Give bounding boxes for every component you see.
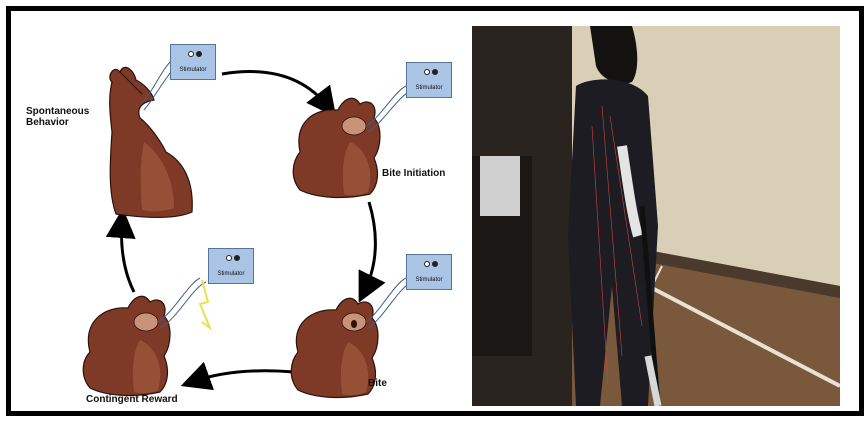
stimulator-label: Stimulator (209, 271, 253, 277)
slug-bite-initiation-icon (293, 98, 380, 197)
person-with-electrodes-photo (472, 26, 840, 406)
stimulator-label: Stimulator (407, 277, 451, 283)
terminal-icon (424, 69, 430, 75)
behavior-cycle-diagram: Spontaneous Behavior Bite Initiation Bit… (24, 22, 456, 410)
arrow-to-spontaneous (122, 220, 135, 292)
stage-label-bite-initiation: Bite Initiation (382, 168, 445, 179)
slug-spontaneous-icon (110, 67, 193, 217)
stage-label-spontaneous-line1: Spontaneous (26, 106, 89, 117)
arrow-to-bite-initiation (222, 72, 329, 108)
cycle-svg (24, 22, 456, 410)
stimulator-box-1: Stimulator (170, 44, 216, 80)
arrow-to-contingent-reward (192, 371, 294, 382)
stage-label-spontaneous: Spontaneous Behavior (26, 106, 89, 128)
slug-bite-icon (291, 298, 378, 397)
stage-label-bite: Bite (368, 378, 387, 389)
stage-label-spontaneous-line2: Behavior (26, 117, 89, 128)
slug-contingent-reward-icon (83, 296, 170, 395)
terminal-icon (432, 69, 438, 75)
terminal-icon (196, 51, 202, 57)
terminal-icon (226, 255, 232, 261)
stimulator-box-3: Stimulator (406, 254, 452, 290)
stage-label-contingent-reward: Contingent Reward (86, 394, 178, 405)
terminal-icon (424, 261, 430, 267)
experiment-photo (472, 26, 840, 406)
arrow-to-bite (364, 202, 375, 292)
terminal-icon (432, 261, 438, 267)
reward-signal-icon (200, 280, 210, 328)
terminal-icon (188, 51, 194, 57)
stimulator-label: Stimulator (171, 67, 215, 73)
stimulator-box-2: Stimulator (406, 62, 452, 98)
stimulator-box-4: Stimulator (208, 248, 254, 284)
stimulator-label: Stimulator (407, 85, 451, 91)
terminal-icon (234, 255, 240, 261)
